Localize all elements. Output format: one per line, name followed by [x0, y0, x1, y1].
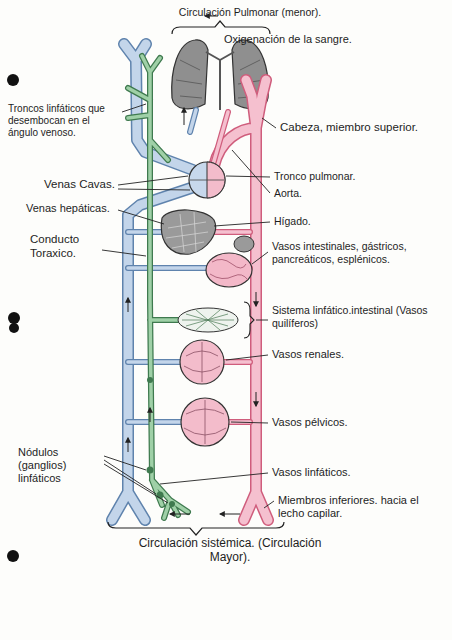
part-label: Oxigenación de la sangre. [224, 33, 374, 46]
part-label: Nódulos (ganglios) linfáticos [18, 446, 104, 486]
part-label: Vasos pélvicos. [272, 416, 402, 429]
bracket [172, 21, 270, 34]
part-label: Conducto Toraxico. [30, 233, 100, 261]
flow-arrow [184, 108, 185, 125]
bracket [108, 522, 284, 535]
vein [112, 44, 206, 520]
kidney [180, 340, 224, 384]
part-label: Aorta. [274, 187, 334, 200]
digestive-organs [206, 236, 254, 287]
part-label: Cabeza, miembro superior. [280, 121, 445, 135]
leader-lines [102, 104, 276, 508]
liver [161, 210, 215, 254]
part-label: Hígado. [274, 215, 344, 228]
binder-hole [9, 323, 19, 333]
part-label: Venas hepáticas. [26, 202, 118, 215]
lymphatic-duct [128, 56, 188, 518]
binder-hole [7, 74, 19, 86]
lymph-nodes [147, 377, 176, 507]
intestinal-lymph [178, 302, 254, 338]
part-label: Tronco pulmonar. [274, 170, 394, 183]
artery [209, 80, 268, 520]
part-label: Troncos linfáticos que desembocan en el … [8, 103, 120, 139]
part-label: Vasos intestinales, gástricos, pancreáti… [272, 240, 444, 265]
heart [189, 162, 225, 198]
part-label: Vasos linfáticos. [272, 466, 412, 479]
diagram-caption: Circulación sistémica. (Circulación Mayo… [130, 536, 330, 565]
part-label: Vasos renales. [272, 348, 402, 361]
binder-hole [8, 312, 20, 324]
part-label: Sistema linfático.intestinal (Vasos quil… [272, 304, 444, 329]
diagram-title: Circulación Pulmonar (menor). [150, 6, 350, 19]
part-label: Miembros inferiores. hacia el lecho capi… [278, 494, 428, 520]
pelvic-organ [181, 398, 229, 446]
binder-hole [7, 550, 19, 562]
part-label: Venas Cavas. [44, 178, 118, 192]
